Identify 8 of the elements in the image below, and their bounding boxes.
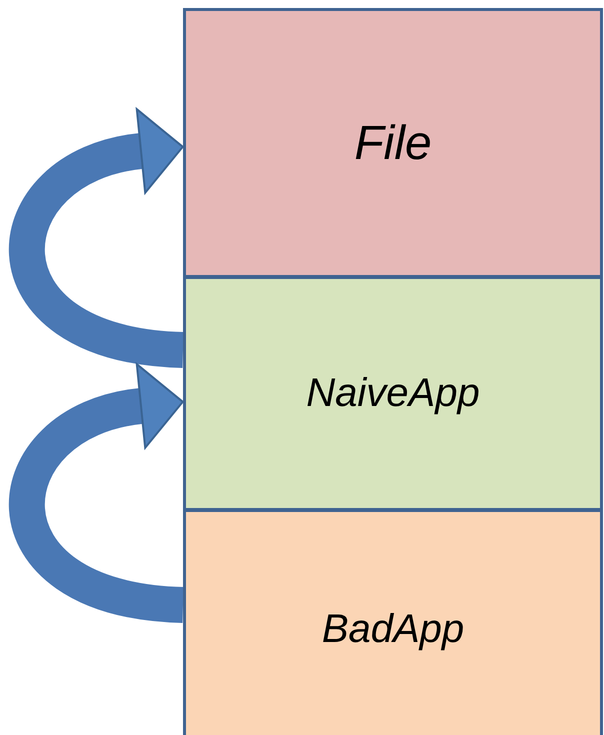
layer-box (183, 8, 603, 278)
curved-arrow (9, 364, 185, 623)
curved-arrow (9, 108, 185, 368)
layer-box (183, 509, 603, 735)
layer-box (183, 276, 603, 511)
layer-label: File (354, 116, 432, 170)
layer-label: NaiveApp (306, 371, 480, 416)
layer-label: BadApp (322, 606, 464, 652)
